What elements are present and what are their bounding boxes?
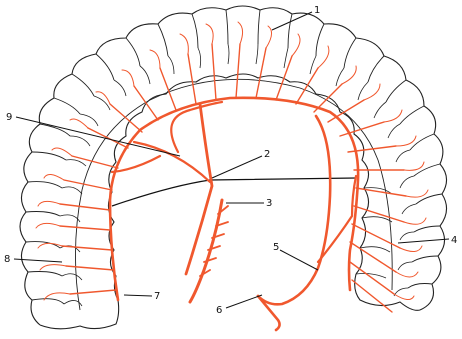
callout-labels: 1 2 3 4 5 6 7 8 9 — [4, 5, 457, 316]
mesocolon-root-line — [112, 178, 356, 206]
callout-6: 6 — [216, 305, 222, 316]
callout-4: 4 — [451, 235, 457, 246]
callout-3: 3 — [266, 198, 272, 209]
haustral-folds-outer — [26, 10, 442, 304]
leader-2 — [212, 156, 262, 178]
colon-outline — [20, 6, 447, 329]
callout-8: 8 — [4, 254, 10, 265]
callout-9: 9 — [6, 112, 12, 123]
leader-6 — [226, 295, 262, 308]
leader-5 — [280, 250, 318, 270]
callout-2: 2 — [264, 149, 270, 160]
arteries — [36, 22, 428, 330]
leader-7 — [124, 295, 152, 296]
leader-8 — [14, 259, 62, 262]
callout-7: 7 — [154, 291, 160, 302]
middle-colic-artery — [186, 104, 212, 274]
callout-5: 5 — [273, 242, 279, 253]
superior-mesenteric-trunk — [190, 200, 222, 302]
ileocolic-artery — [258, 296, 280, 330]
terminal-twigs — [36, 22, 428, 300]
callout-1: 1 — [314, 5, 320, 16]
ascending-colon-end — [355, 274, 420, 310]
right-colic-artery — [258, 116, 330, 304]
leader-4 — [398, 239, 449, 243]
colon-outer-wall — [20, 6, 447, 325]
